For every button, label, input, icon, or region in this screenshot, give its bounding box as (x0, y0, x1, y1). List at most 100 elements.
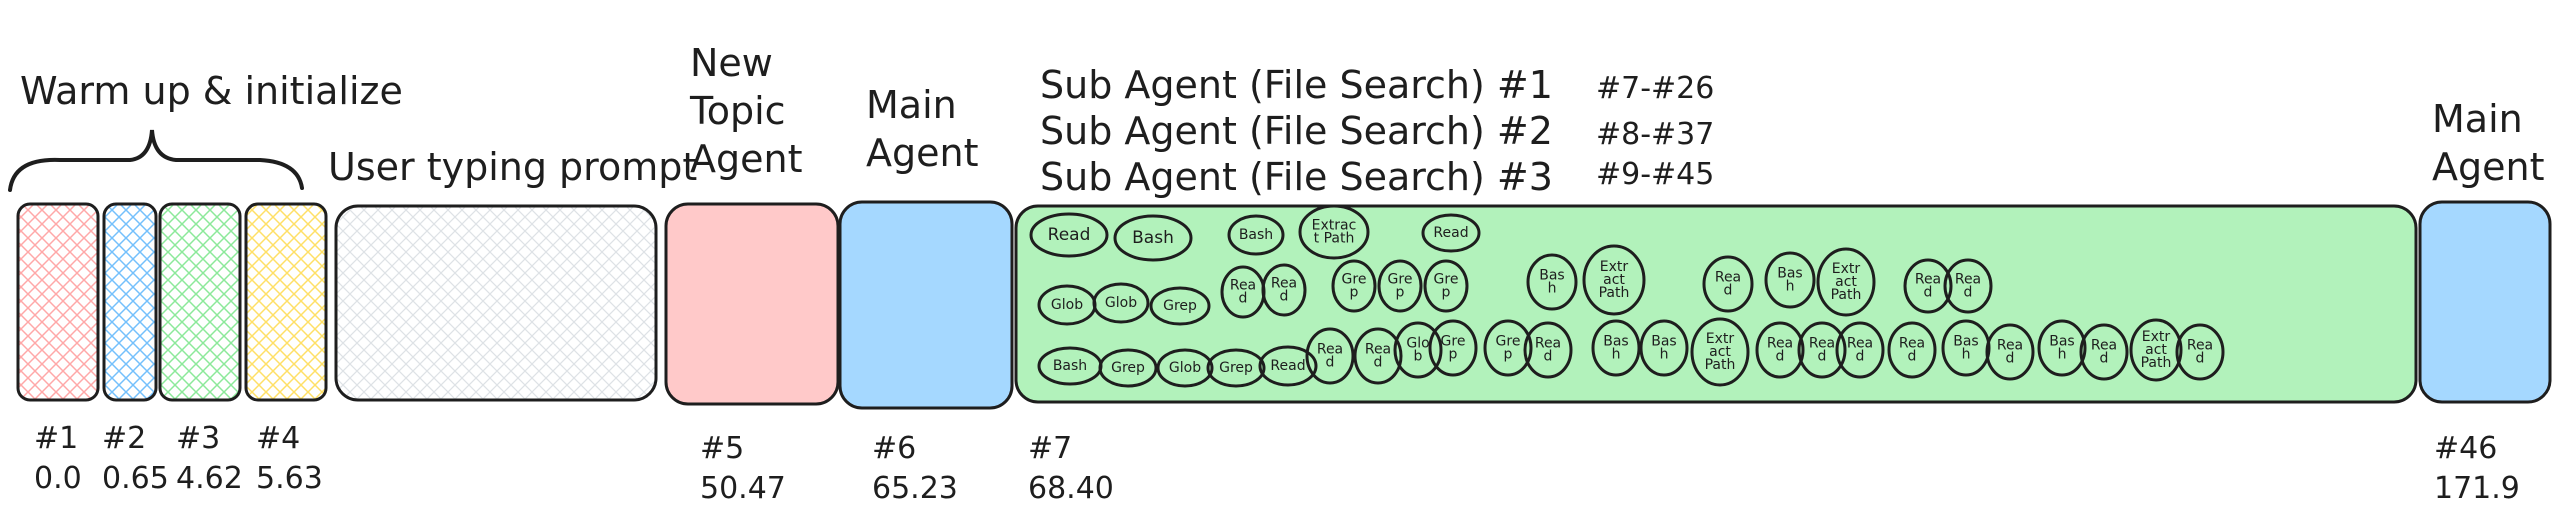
tool-call-label: d (1856, 349, 1865, 365)
tool-call-label: p (1350, 285, 1359, 301)
phase-4-box (244, 202, 328, 402)
marker-4-time: 5.63 (256, 461, 323, 496)
tool-call-label: d (1280, 289, 1289, 305)
tool-call-label: Rea (1317, 342, 1343, 358)
tool-call-bubble: Bash (1764, 251, 1816, 309)
end-main-agent-box (2418, 200, 2552, 404)
tool-call-bubble: Read (1903, 258, 1953, 314)
tool-call-outline (1903, 258, 1953, 314)
tool-call-bubble: Read (1305, 327, 1355, 385)
tool-call-label: Bas (1777, 266, 1802, 282)
tool-call-bubble: Read (1523, 321, 1573, 379)
tool-call-label: Rea (1847, 336, 1873, 352)
tool-call-label: act (1603, 272, 1625, 288)
tool-call-bubble: Grep (1149, 286, 1211, 326)
tool-call-outline (1702, 255, 1754, 313)
tool-call-outline (2037, 319, 2087, 377)
tool-call-outline (1523, 321, 1573, 379)
tool-call-outline (1526, 253, 1578, 311)
tool-call-bubble: Grep (1428, 319, 1478, 377)
marker-6-time: 65.23 (872, 471, 958, 506)
tool-call-label: Rea (1899, 336, 1925, 352)
subagent-3-range: #9-#45 (1596, 157, 1714, 192)
subagent-2-range: #8-#37 (1596, 117, 1714, 152)
tool-call-label: d (2006, 351, 2015, 367)
tool-call-bubble: Glob (1156, 348, 1214, 388)
marker-1-time: 0.0 (34, 461, 82, 496)
tool-call-outline (1764, 251, 1816, 309)
marker-3-id: #3 (176, 421, 220, 456)
tool-call-label: Grep (1163, 298, 1197, 314)
new-topic-label-1: New (690, 41, 773, 85)
tool-call-label: Path (1831, 287, 1862, 303)
marker-2-time: 0.65 (102, 461, 169, 496)
phase-3-box (158, 202, 242, 402)
tool-call-bubble: Read (2175, 323, 2225, 381)
tool-call-bubble: Bash (1639, 319, 1689, 377)
tool-call-outline (1258, 345, 1318, 387)
tool-call-label: Path (2141, 355, 2172, 371)
tool-call-outline (1941, 319, 1991, 377)
tool-call-label: d (1776, 349, 1785, 365)
tool-call-label: h (1660, 347, 1669, 363)
tool-call-label: d (1964, 285, 1973, 301)
tool-call-outline (1029, 212, 1109, 258)
tool-call-label: act (1835, 274, 1857, 290)
tool-call-label: Rea (1809, 336, 1835, 352)
tool-call-bubble: Bash (2037, 319, 2087, 377)
tool-call-bubble: Grep (1206, 348, 1266, 388)
subagent-box (1014, 204, 2418, 404)
tool-call-label: p (1504, 347, 1513, 363)
tool-call-outline (1816, 247, 1876, 317)
tool-call-label: Bas (2049, 334, 2074, 350)
tool-call-label: Extr (1600, 259, 1629, 275)
tool-call-bubble: Read (1797, 321, 1847, 379)
marker-4-id: #4 (256, 421, 300, 456)
tool-call-outline (1227, 214, 1285, 256)
marker-2-id: #2 (102, 421, 146, 456)
new-topic-label-3: Agent (690, 137, 802, 181)
tool-call-bubble: Read (1353, 327, 1403, 385)
tool-call-label: Rea (1271, 276, 1297, 292)
tool-call-label: Grep (1111, 360, 1145, 376)
tool-call-label: d (1239, 291, 1248, 307)
tool-call-label: Rea (1365, 342, 1391, 358)
tool-call-label: act (2145, 342, 2167, 358)
new-topic-agent-box (664, 202, 840, 406)
tool-call-label: d (1924, 285, 1933, 301)
tool-call-label: Extr (2142, 329, 2171, 345)
tool-call-label: h (1612, 347, 1621, 363)
tool-call-label: d (2100, 351, 2109, 367)
tool-call-label: Rea (1915, 272, 1941, 288)
tool-call-label: Extr (1832, 261, 1861, 277)
tool-call-bubble: Grep (1331, 259, 1377, 313)
warmup-brace (8, 129, 304, 192)
tool-call-outline (1483, 319, 1533, 377)
tool-call-label: Read (1048, 225, 1091, 245)
tool-call-label: t Path (1314, 231, 1355, 247)
tool-call-label: Rea (1230, 278, 1256, 294)
tool-call-outline (1690, 317, 1750, 387)
marker-7-id: #7 (1028, 431, 1072, 466)
tool-call-outline (2079, 323, 2129, 381)
tool-call-outline (1261, 263, 1307, 317)
tool-call-bubble: Bash (1113, 214, 1193, 262)
marker-5-id: #5 (700, 431, 744, 466)
tool-call-bubble: Read (1985, 323, 2035, 381)
tool-call-label: Bas (1953, 334, 1978, 350)
tool-call-label: Bash (1239, 227, 1273, 243)
tool-call-label: Bash (1132, 228, 1174, 248)
marker-6-id: #6 (872, 431, 916, 466)
tool-call-label: Gre (1342, 272, 1367, 288)
tool-call-label: Glo (1406, 336, 1429, 352)
tool-call-outline (1353, 327, 1403, 385)
tool-call-label: Grep (1219, 360, 1253, 376)
tool-call-label: Rea (1715, 270, 1741, 286)
tool-call-label: Bas (1651, 334, 1676, 350)
tool-call-bubble: Read (1835, 321, 1885, 379)
main-agent-label-1: Main (866, 83, 957, 127)
